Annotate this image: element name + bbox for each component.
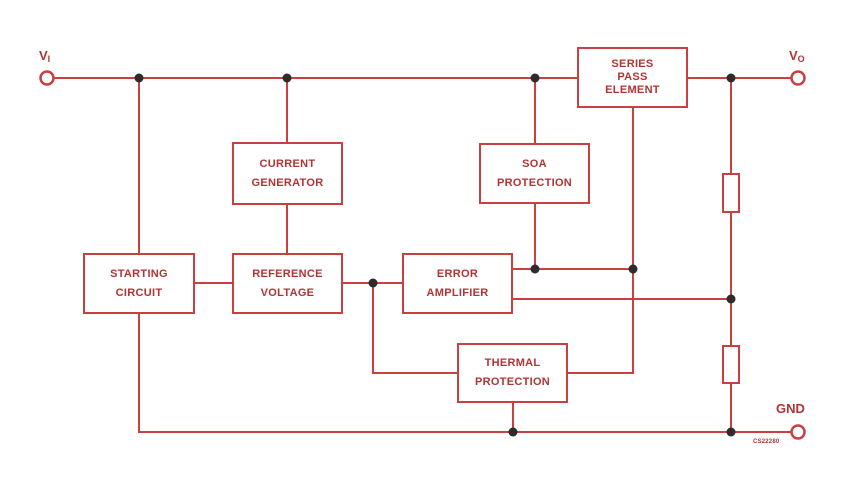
- terminal-vo-label: VO: [789, 48, 805, 64]
- terminal-vo-main: V: [789, 48, 798, 63]
- resistor-lower: [722, 345, 740, 384]
- block-label: CURRENT GENERATOR: [251, 157, 324, 189]
- terminal-vi-label: VI: [39, 48, 50, 64]
- terminal-gnd-label: GND: [776, 401, 805, 416]
- wire-series-pass-to-thermal: [568, 108, 634, 374]
- junction-dot: [134, 73, 144, 83]
- wire-reference-to-thermal: [372, 283, 457, 374]
- terminal-gnd-circle: [790, 424, 806, 440]
- block-reference-voltage: REFERENCE VOLTAGE: [232, 253, 343, 314]
- wire-ground-rail: [138, 314, 791, 433]
- junction-dot: [726, 73, 736, 83]
- figure-code: CS22280: [753, 439, 780, 445]
- block-starting-circuit: STARTING CIRCUIT: [83, 253, 195, 314]
- junction-dot: [508, 427, 518, 437]
- terminal-vi-main: V: [39, 48, 48, 63]
- block-label: ERROR AMPLIFIER: [426, 267, 489, 299]
- junction-dot: [628, 264, 638, 274]
- terminal-vo-sub: O: [797, 54, 805, 64]
- junction-dot: [726, 294, 736, 304]
- block-label: STARTING CIRCUIT: [110, 267, 168, 299]
- block-label: SERIES PASS ELEMENT: [605, 58, 660, 96]
- terminal-vo-circle: [790, 70, 806, 86]
- terminal-vi-circle: [39, 70, 55, 86]
- junction-dot: [726, 427, 736, 437]
- junction-dot: [282, 73, 292, 83]
- terminal-vi-sub: I: [47, 54, 51, 64]
- block-label: SOA PROTECTION: [496, 157, 573, 189]
- block-label: THERMAL PROTECTION: [474, 357, 551, 388]
- block-thermal-protection: THERMAL PROTECTION: [457, 343, 568, 403]
- block-label: REFERENCE VOLTAGE: [252, 267, 323, 299]
- junction-dot: [530, 264, 540, 274]
- block-series-pass-element: SERIES PASS ELEMENT: [577, 47, 688, 108]
- block-error-amplifier: ERROR AMPLIFIER: [402, 253, 513, 314]
- block-soa-protection: SOA PROTECTION: [479, 143, 590, 204]
- junction-dot: [368, 278, 378, 288]
- junction-dot: [530, 73, 540, 83]
- block-current-generator: CURRENT GENERATOR: [232, 142, 343, 205]
- resistor-upper: [722, 173, 740, 213]
